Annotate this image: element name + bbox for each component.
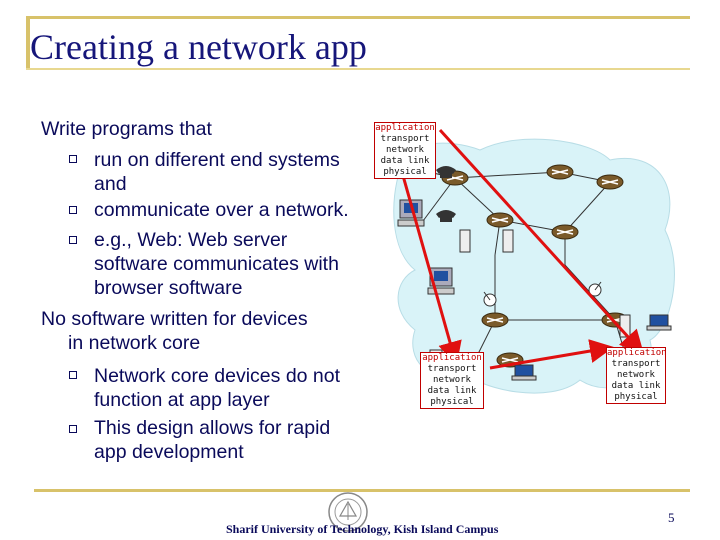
server-icon	[460, 230, 470, 252]
bullet-square-icon	[69, 236, 77, 244]
laptop-icon	[647, 315, 671, 330]
bullet-square-icon	[69, 206, 77, 214]
bullet-square-icon	[69, 425, 77, 433]
protocol-stack-bottom: application transport network data link …	[420, 352, 484, 409]
router-icon	[597, 175, 623, 189]
intro-text: Write programs that	[41, 117, 212, 141]
bullet-communicate: communicate over a network.	[94, 198, 349, 222]
title-bottom-rule	[26, 68, 690, 70]
bullet-rapid-dev: This design allows for rapid app develop…	[94, 416, 330, 464]
router-icon	[487, 213, 513, 227]
bullet-web-example: e.g., Web: Web server software communica…	[94, 228, 339, 300]
protocol-stack-top: application transport network data link …	[374, 122, 436, 179]
para-no-software: No software written for devices in netwo…	[41, 307, 308, 355]
page-number: 5	[668, 510, 675, 526]
router-icon	[482, 313, 508, 327]
server-icon	[503, 230, 513, 252]
title-top-rule	[26, 16, 690, 19]
router-icon	[552, 225, 578, 239]
protocol-stack-right: application transport network data link …	[606, 347, 666, 404]
bullet-core-devices: Network core devices do not function at …	[94, 364, 340, 412]
router-icon	[547, 165, 573, 179]
bullet-run-on: run on different end systems and	[94, 148, 340, 196]
bullet-square-icon	[69, 155, 77, 163]
slide-title: Creating a network app	[30, 26, 367, 68]
laptop-icon	[512, 365, 536, 380]
bullet-square-icon	[69, 371, 77, 379]
footer-text: Sharif University of Technology, Kish Is…	[226, 522, 498, 537]
